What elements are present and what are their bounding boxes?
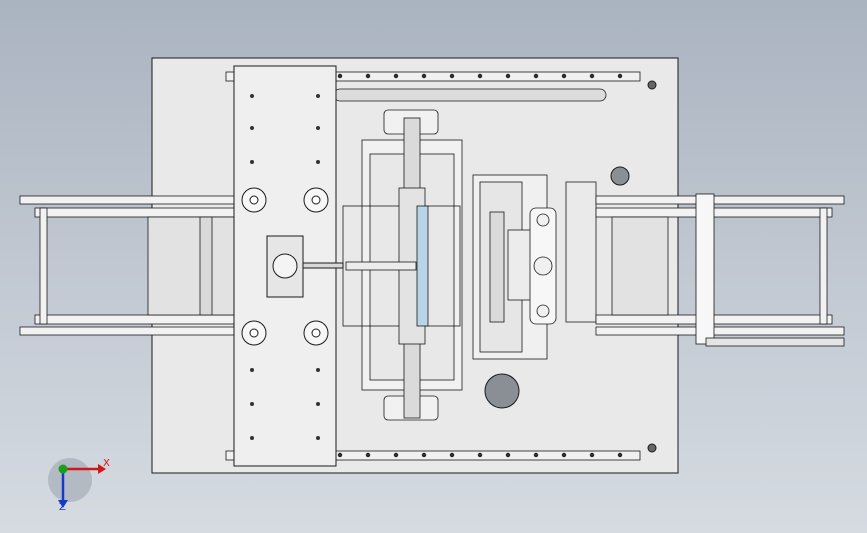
transfer-module[interactable] (472, 174, 557, 360)
left-conveyor-frame[interactable] (19, 195, 236, 336)
center-gripper-assembly[interactable] (342, 109, 463, 421)
top-rail[interactable] (225, 71, 641, 102)
x-axis-label: X (103, 458, 110, 469)
bottom-rail[interactable] (225, 450, 641, 461)
axis-triad (48, 458, 106, 508)
main-carriage-plate[interactable] (233, 65, 344, 467)
z-axis-label: Z (59, 502, 66, 513)
right-conveyor-frame[interactable] (565, 181, 845, 347)
